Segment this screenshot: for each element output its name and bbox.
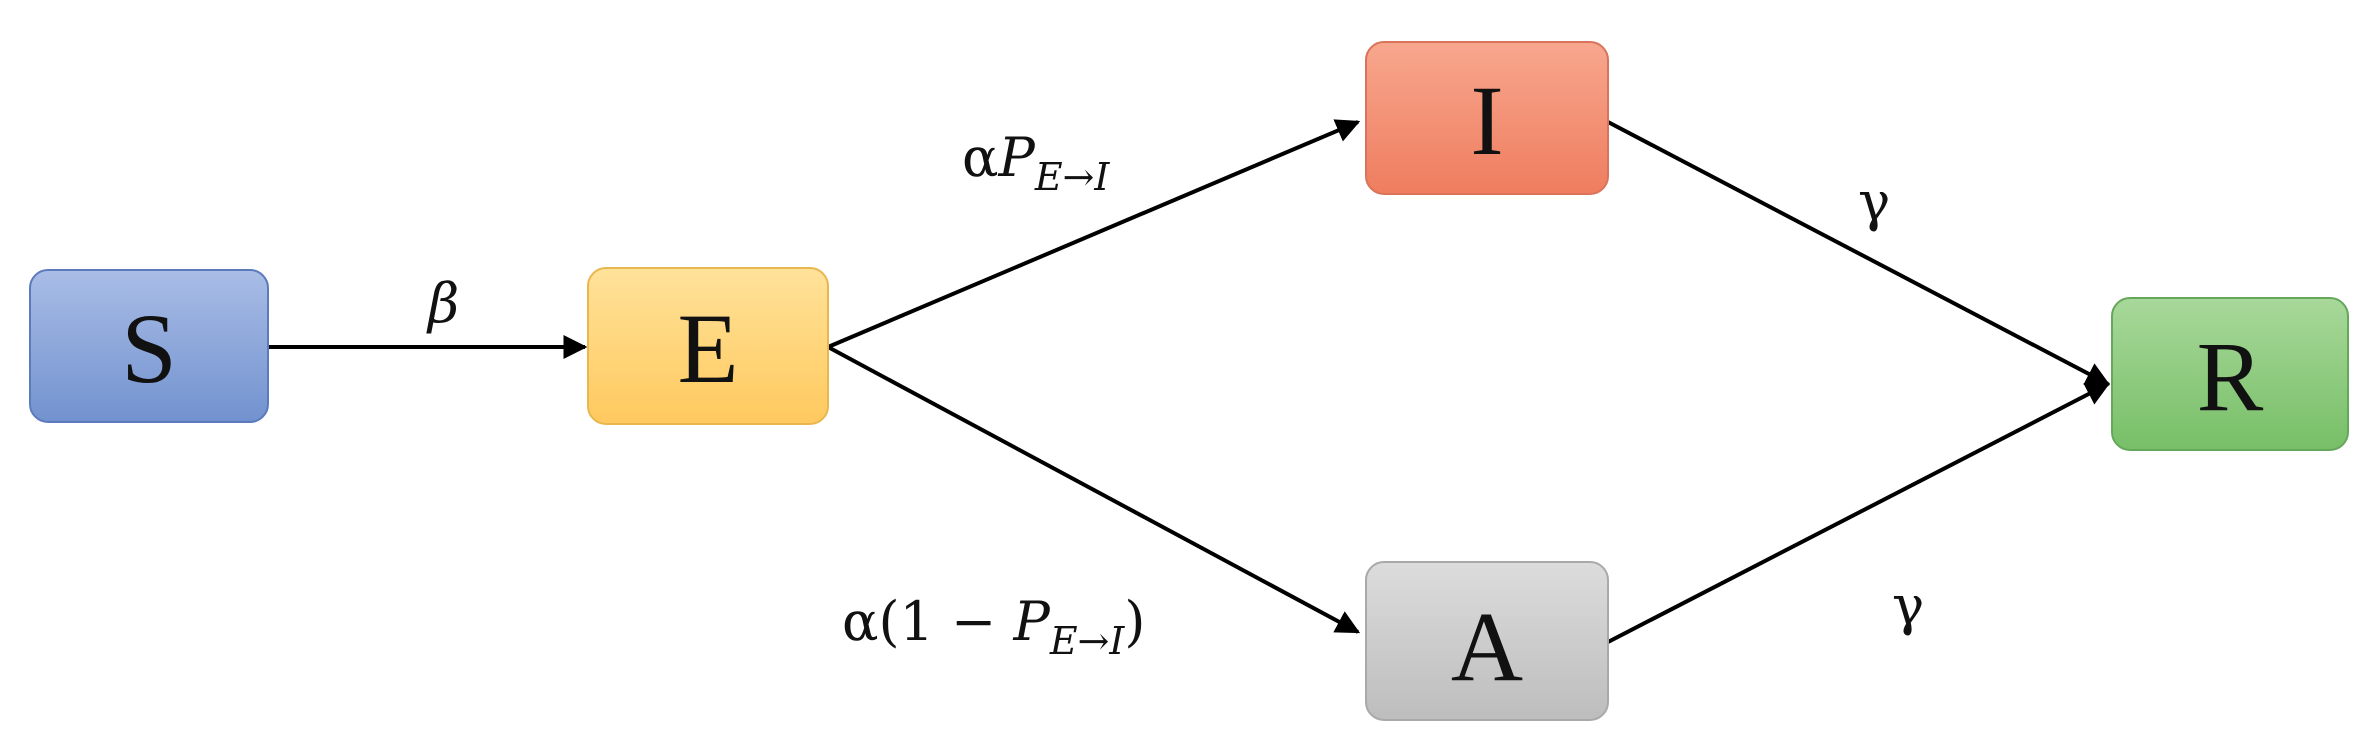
node-a: A [1365,561,1609,721]
edges [268,119,2111,644]
node-r: R [2111,297,2349,451]
node-e-label: E [677,293,738,404]
node-i: I [1365,41,1609,195]
rate-e-to-i: αPE→I [962,126,1110,199]
node-a-box [1365,561,1609,721]
node-a-label: A [1451,591,1523,702]
node-e-box [587,267,829,425]
edge-i-to-r [1607,120,2111,386]
node-s-label: S [121,293,177,404]
rate-e-to-a: α(1 − PE→I) [842,590,1145,663]
edge-a-to-r [1607,382,2111,644]
node-s-box [29,269,269,423]
node-r-box [2111,297,2349,451]
node-i-label: I [1470,65,1503,176]
edge-e-to-i [827,119,1361,349]
edge-e-to-a [827,345,1361,634]
rate-gamma-a-to-r: γ [1892,574,1924,637]
node-s: S [29,269,269,423]
node-e: E [587,267,829,425]
rate-gamma-i-to-r: γ [1858,170,1890,233]
node-i-box [1365,41,1609,195]
edge-labels: β αPE→I α(1 − PE→I) γ γ [426,126,1924,663]
node-r-label: R [2197,321,2264,432]
rate-beta: β [426,272,459,335]
